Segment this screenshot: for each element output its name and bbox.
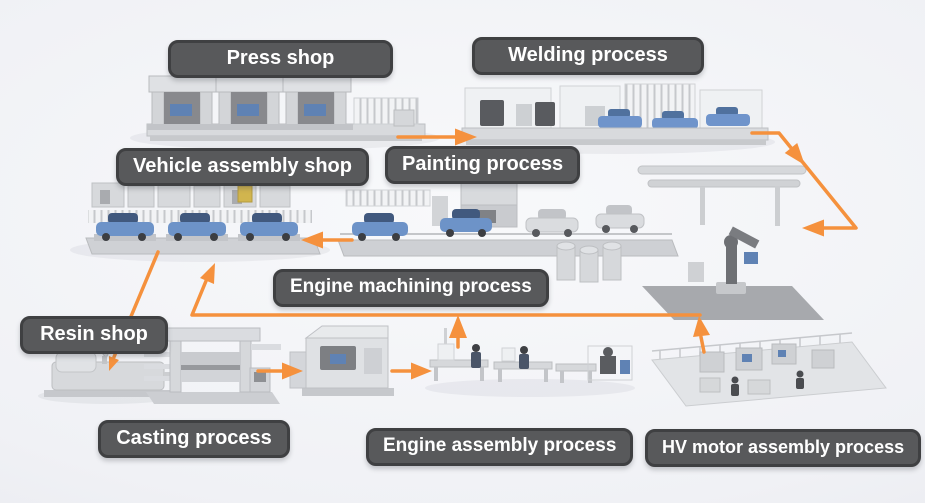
press-shop-illustration — [130, 75, 440, 150]
label-hv-motor-assembly-process: HV motor assembly process — [645, 415, 922, 467]
assembly-workers — [471, 344, 529, 369]
arrow-welding-to-painting — [750, 131, 858, 237]
vehicle-assembly-illustration — [70, 182, 330, 262]
engine-machining-illustration — [289, 325, 394, 396]
paint-tanks — [556, 241, 622, 283]
label-engine-assembly-process: Engine assembly process — [366, 414, 634, 466]
flow-arrows — [109, 128, 858, 380]
arrow-casting-to-machining — [256, 362, 303, 380]
label-press-shop: Press shop — [168, 40, 393, 92]
arrow-collector-line — [190, 263, 710, 354]
casting-illustration — [144, 327, 281, 404]
label-welding-process-text: Welding process — [508, 44, 668, 66]
assembly-cars — [94, 213, 300, 241]
label-vehicle-assembly-shop-text: Vehicle assembly shop — [133, 155, 352, 177]
arrow-press-to-welding — [396, 128, 477, 146]
welding-car-bodies — [598, 107, 750, 129]
painting-cars — [352, 205, 645, 241]
label-engine-machining-process-text: Engine machining process — [290, 276, 532, 297]
painting-robot — [716, 226, 760, 294]
label-engine-machining-process: Engine machining process — [273, 269, 549, 321]
hv-motor-illustration — [651, 332, 887, 407]
label-painting-process: Painting process — [385, 146, 581, 198]
engine-assembly-illustration — [425, 328, 635, 397]
label-resin-shop-text: Resin shop — [40, 323, 148, 345]
arrow-painting-to-assembly — [301, 231, 354, 249]
label-casting-process: Casting process — [98, 406, 290, 458]
label-press-shop-text: Press shop — [226, 47, 335, 69]
painting-illustration — [337, 165, 824, 320]
hv-workers — [731, 370, 804, 396]
label-casting-process-text: Casting process — [116, 427, 272, 449]
label-hv-motor-assembly-process-text: HV motor assembly process — [662, 437, 905, 457]
label-painting-process-text: Painting process — [402, 153, 564, 175]
label-welding-process: Welding process — [472, 37, 704, 89]
arrow-machining-to-engine-assembly — [390, 362, 432, 380]
welding-illustration — [455, 83, 775, 154]
resin-shop-illustration — [38, 341, 180, 404]
label-vehicle-assembly-shop: Vehicle assembly shop — [116, 148, 369, 200]
label-engine-assembly-process-text: Engine assembly process — [383, 435, 617, 456]
label-resin-shop: Resin shop — [20, 316, 168, 368]
